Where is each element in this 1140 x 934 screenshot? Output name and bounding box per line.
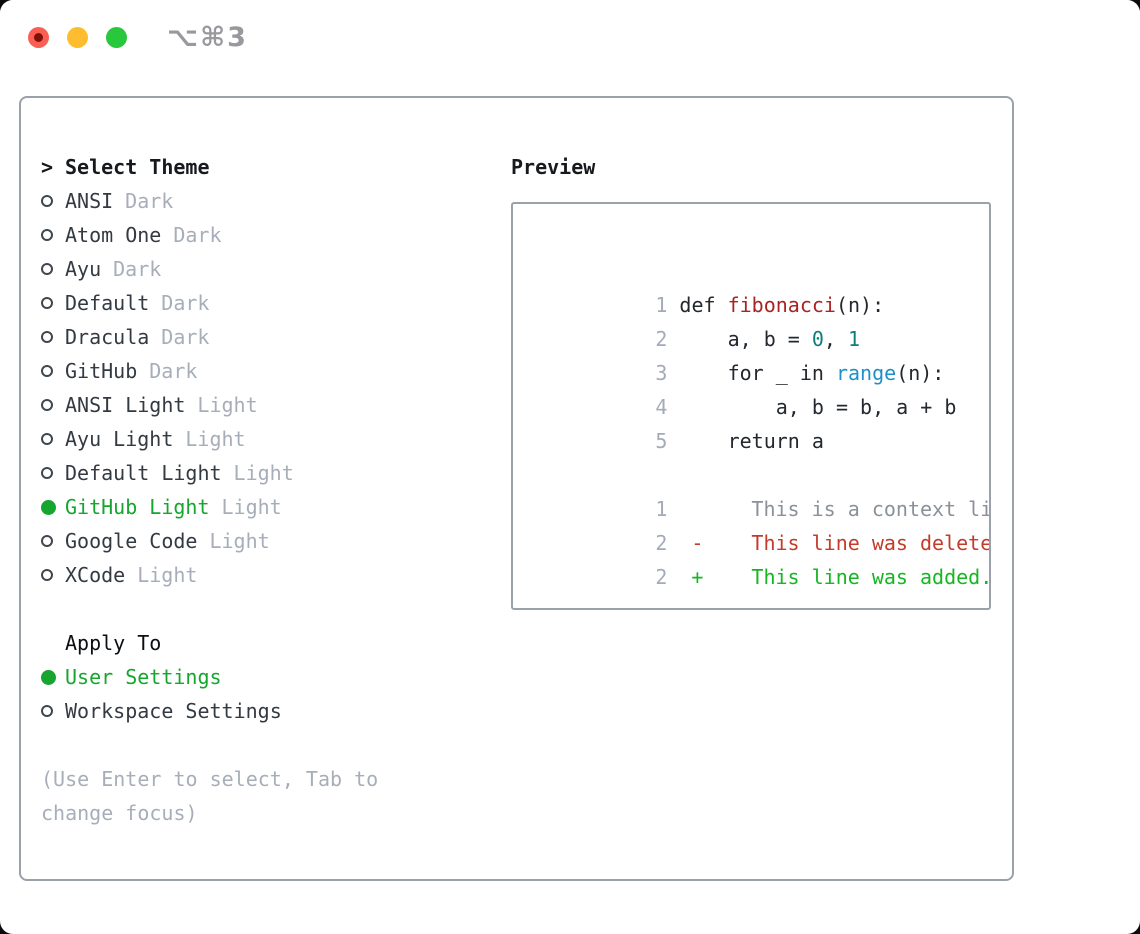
diff-plus-icon: + — [691, 565, 704, 589]
radio-unselected-icon — [41, 263, 65, 275]
window-shortcut-label: ⌥⌘3 — [167, 22, 248, 53]
token-keyword: def — [679, 293, 728, 317]
radio-unselected-icon — [41, 535, 65, 547]
apply-to-title: Apply To — [65, 631, 162, 655]
radio-unselected-icon — [41, 195, 65, 207]
code-line: 3 for _ in range(n): — [535, 322, 989, 385]
radio-unselected-icon — [41, 229, 65, 241]
radio-unselected-icon — [41, 297, 65, 309]
spacer — [41, 592, 501, 626]
token-plain: (n): — [835, 293, 885, 317]
token-function-name: fibonacci — [727, 293, 836, 317]
radio-selected-icon — [41, 669, 65, 685]
code-line: 5 return a — [535, 390, 989, 453]
line-number: 2 — [655, 531, 668, 555]
minimize-button[interactable] — [67, 27, 88, 48]
apply-option-user-settings[interactable]: User Settings — [41, 660, 501, 694]
help-text-line-2: change focus) — [41, 801, 198, 825]
line-number: 4 — [655, 395, 668, 419]
token-number: 0 — [811, 327, 824, 351]
token-plain: a, b = — [679, 327, 812, 351]
titlebar: ⌥⌘3 — [0, 0, 1140, 75]
diff-context-line: 1 This is a context line. — [535, 458, 989, 521]
code-line: 1 def fibonacci(n): — [535, 254, 989, 317]
line-number: 5 — [655, 429, 668, 453]
radio-unselected-icon — [41, 705, 65, 717]
diff-text: This is a context line. — [751, 497, 991, 521]
token-plain: return a — [679, 429, 824, 453]
diff-deleted-line: 2- This line was deleted. — [535, 492, 989, 555]
code-line: 2 a, b = 0, 1 — [535, 288, 989, 351]
token-plain: for _ in — [679, 361, 836, 385]
diff-minus-icon: - — [691, 531, 704, 555]
token-plain: (n): — [896, 361, 945, 385]
line-number: 3 — [655, 361, 668, 385]
token-plain: a, b = b, a + b — [679, 395, 957, 419]
token-plain: , — [823, 327, 849, 351]
preview-title: Preview — [511, 155, 596, 179]
apply-to-header: Apply To — [41, 626, 501, 660]
diff-added-line: 2 + This line was added. — [535, 526, 989, 589]
zoom-button[interactable] — [106, 27, 127, 48]
prompt-caret-icon: > — [41, 155, 54, 179]
apply-option-workspace-settings[interactable]: Workspace Settings — [41, 694, 501, 728]
radio-unselected-icon — [41, 467, 65, 479]
line-number: 1 — [655, 497, 668, 521]
code-line: 4 a, b = b, a + b — [535, 356, 989, 419]
token-number: 1 — [848, 327, 861, 351]
spacer — [41, 728, 501, 762]
radio-unselected-icon — [41, 433, 65, 445]
theme-list-header: > Select Theme — [41, 150, 501, 184]
radio-unselected-icon — [41, 569, 65, 581]
theme-list-title: Select Theme — [65, 155, 210, 179]
radio-unselected-icon — [41, 399, 65, 411]
radio-unselected-icon — [41, 331, 65, 343]
radio-selected-icon — [41, 499, 65, 515]
line-number: 1 — [655, 293, 668, 317]
preview-header: Preview — [511, 150, 992, 184]
line-number: 2 — [655, 565, 668, 589]
unsaved-indicator-icon — [34, 33, 43, 42]
diff-text: This line was added. — [751, 565, 991, 589]
radio-unselected-icon — [41, 365, 65, 377]
help-text-line-1: (Use Enter to select, Tab to — [41, 767, 379, 791]
diff-text: This line was deleted. — [751, 531, 991, 555]
line-number: 2 — [655, 327, 668, 351]
token-builtin: range — [835, 361, 897, 385]
close-button[interactable] — [28, 27, 49, 48]
